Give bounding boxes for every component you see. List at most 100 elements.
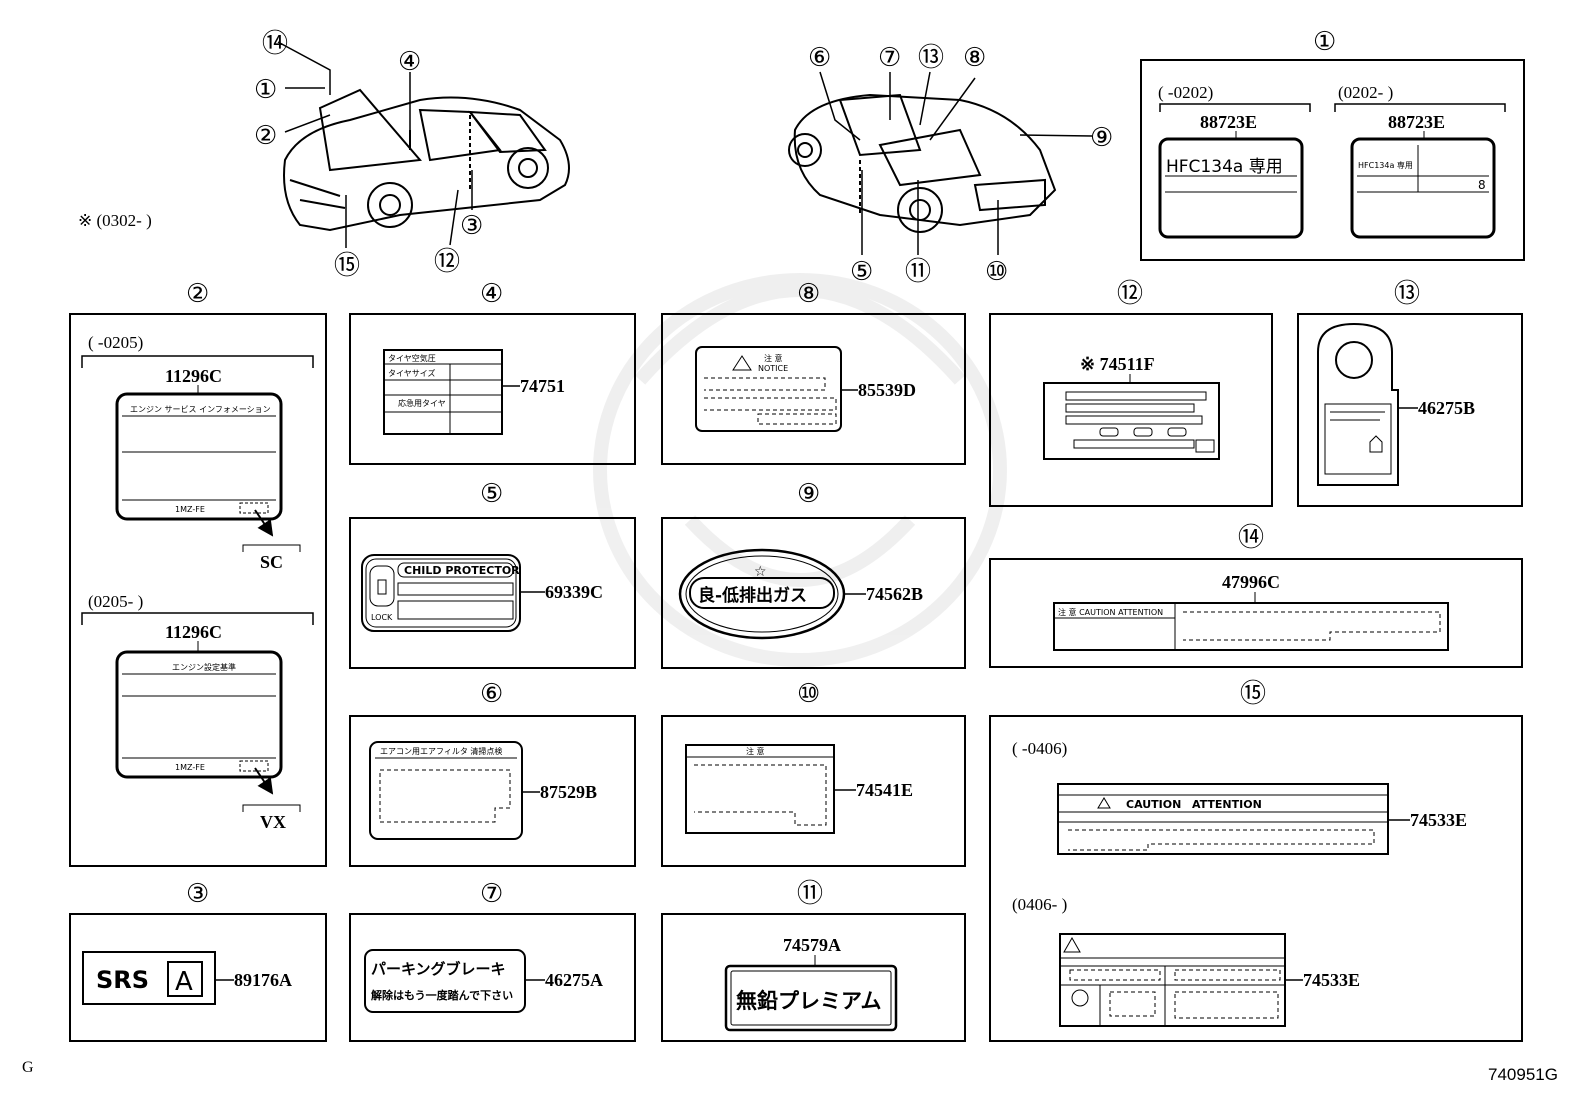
- panel-12-callout: ⑫: [1117, 279, 1143, 309]
- panel-9: ⑨ 良-低排出ガス ☆ 74562B: [661, 479, 966, 669]
- panel-6-callout: ⑥: [480, 679, 503, 709]
- panel-5: ⑤ CHILD PROTECTOR LOCK 69339C: [349, 479, 636, 669]
- callout-12: ⑫: [434, 247, 460, 277]
- callout-13: ⑬: [918, 43, 944, 73]
- panel-1-callout: ①: [1313, 27, 1336, 57]
- panel-4-row3: 応急用タイヤ: [398, 398, 446, 408]
- callout-7: ⑦: [878, 43, 901, 73]
- panel-6-head: エアコン用エアフィルタ 清掃点検: [380, 746, 502, 756]
- panel-14-head: 注 意 CAUTION ATTENTION: [1058, 607, 1163, 617]
- panel-9-star: ☆: [754, 564, 767, 580]
- callout-3: ③: [460, 211, 483, 241]
- panel-3-part: 89176A: [234, 970, 292, 990]
- callout-15: ⑮: [334, 251, 360, 281]
- panel-12-part: ※ 74511F: [1080, 354, 1155, 374]
- panel-8-callout: ⑧: [797, 279, 820, 309]
- panel-8-part: 85539D: [858, 380, 916, 400]
- panel-2-engine-a: 1MZ-FE: [175, 505, 205, 514]
- panel-8: ⑧ 注 意 NOTICE 85539D: [661, 279, 966, 465]
- panel-10: ⑩ 注 意 74541E: [661, 679, 966, 867]
- front-car-illustration: [283, 88, 570, 232]
- panel-2-part-b: 11296C: [165, 622, 222, 642]
- panel-15: ⑮ ( -0406) CAUTION ATTENTION 74533E (040…: [989, 679, 1523, 1042]
- panel-2: ② ( -0205) 11296C エンジン サービス インフォメーション 1M…: [69, 279, 327, 867]
- panel-8-head2: NOTICE: [758, 364, 788, 373]
- panel-2-date-b: (0205- ): [88, 592, 143, 611]
- panel-1-label-a-text: HFC134a 専用: [1166, 157, 1283, 177]
- front-car-leaders: [277, 41, 473, 248]
- panel-15-part-b: 74533E: [1303, 970, 1360, 990]
- panel-2-head-b: エンジン設定基準: [172, 662, 236, 672]
- panel-5-head: CHILD PROTECTOR: [404, 564, 520, 577]
- panel-4-row1: タイヤ空気圧: [388, 353, 436, 363]
- panel-8-head1: 注 意: [764, 353, 783, 363]
- panel-3-label-box: A: [175, 967, 193, 997]
- panel-3-label-text: SRS: [96, 966, 149, 994]
- callout-14: ⑭: [262, 29, 288, 59]
- panel-9-callout: ⑨: [797, 479, 820, 509]
- panel-5-callout: ⑤: [480, 479, 503, 509]
- callout-9: ⑨: [1090, 123, 1113, 153]
- panel-11: ⑪ 74579A 無鉛プレミアム: [661, 879, 966, 1042]
- panel-3-callout: ③: [186, 879, 209, 909]
- rear-car-leaders: [819, 71, 1093, 255]
- panel-7-line1: パーキングブレーキ: [371, 960, 506, 978]
- panel-1-date-a: ( -0202): [1158, 83, 1213, 102]
- panel-1-label-b-text: HFC134a 専用: [1358, 160, 1413, 170]
- panel-1: ① ( -0202) (0202- ) 88723E 88723E HFC134…: [1140, 27, 1525, 261]
- panel-7: ⑦ パーキングブレーキ 解除はもう一度踏んで下さい 46275A: [349, 879, 636, 1042]
- callout-1: ①: [254, 75, 277, 105]
- panel-10-callout: ⑩: [797, 679, 820, 709]
- panel-4-callout: ④: [480, 279, 503, 309]
- header-note: ※ (0302- ): [78, 211, 152, 230]
- callout-10: ⑩: [985, 257, 1008, 287]
- panel-1-part-b: 88723E: [1388, 112, 1445, 132]
- watermark-emblem: [593, 273, 1007, 667]
- panel-13: ⑬ 46275B: [1297, 279, 1523, 507]
- panel-15-caution: CAUTION: [1126, 798, 1181, 811]
- panel-11-text: 無鉛プレミアム: [736, 989, 882, 1013]
- panel-15-date-a: ( -0406): [1012, 739, 1067, 758]
- panel-15-part-a: 74533E: [1410, 810, 1467, 830]
- panel-4: ④ タイヤ空気圧 タイヤサイズ 応急用タイヤ 74751: [349, 279, 636, 465]
- panel-7-line2: 解除はもう一度踏んで下さい: [371, 988, 513, 1002]
- panel-3: ③ SRS A 89176A: [69, 879, 327, 1042]
- panel-6: ⑥ エアコン用エアフィルタ 清掃点検 87529B: [349, 679, 636, 867]
- callout-11: ⑪: [905, 257, 931, 287]
- panel-11-part: 74579A: [783, 935, 841, 955]
- panel-14-callout: ⑭: [1238, 523, 1264, 553]
- footer-left-mark: G: [22, 1059, 34, 1076]
- panel-9-text: 良-低排出ガス: [698, 585, 807, 606]
- panel-2-part-a: 11296C: [165, 366, 222, 386]
- panel-2-head-a: エンジン サービス インフォメーション: [130, 405, 271, 414]
- callout-4: ④: [398, 47, 421, 77]
- panel-1-date-b: (0202- ): [1338, 83, 1393, 102]
- panel-10-head: 注 意: [746, 746, 765, 756]
- panel-13-callout: ⑬: [1394, 279, 1420, 309]
- panel-4-row2: タイヤサイズ: [388, 368, 436, 378]
- panel-10-part: 74541E: [856, 780, 913, 800]
- panel-2-engine-b: 1MZ-FE: [175, 763, 205, 772]
- panel-15-callout: ⑮: [1240, 679, 1266, 709]
- panel-13-part: 46275B: [1418, 398, 1475, 418]
- panel-2-grade-b: VX: [260, 812, 286, 832]
- panel-12: ⑫ ※ 74511F: [989, 279, 1273, 507]
- panel-1-label-b-num: 8: [1478, 178, 1486, 192]
- diagram-code: 740951G: [1488, 1065, 1558, 1084]
- panel-15-date-b: (0406- ): [1012, 895, 1067, 914]
- panel-9-part: 74562B: [866, 584, 923, 604]
- panel-7-part: 46275A: [545, 970, 603, 990]
- callout-2: ②: [254, 121, 277, 151]
- panel-2-grade-a: SC: [260, 552, 283, 572]
- panel-2-date-a: ( -0205): [88, 333, 143, 352]
- panel-14: ⑭ 47996C 注 意 CAUTION ATTENTION: [989, 523, 1523, 668]
- panel-7-callout: ⑦: [480, 879, 503, 909]
- panel-5-part: 69339C: [545, 582, 603, 602]
- callout-8: ⑧: [963, 43, 986, 73]
- panel-11-callout: ⑪: [797, 879, 823, 909]
- panel-2-callout: ②: [186, 279, 209, 309]
- callout-5: ⑤: [850, 257, 873, 287]
- panel-14-part: 47996C: [1222, 572, 1280, 592]
- callout-6: ⑥: [808, 43, 831, 73]
